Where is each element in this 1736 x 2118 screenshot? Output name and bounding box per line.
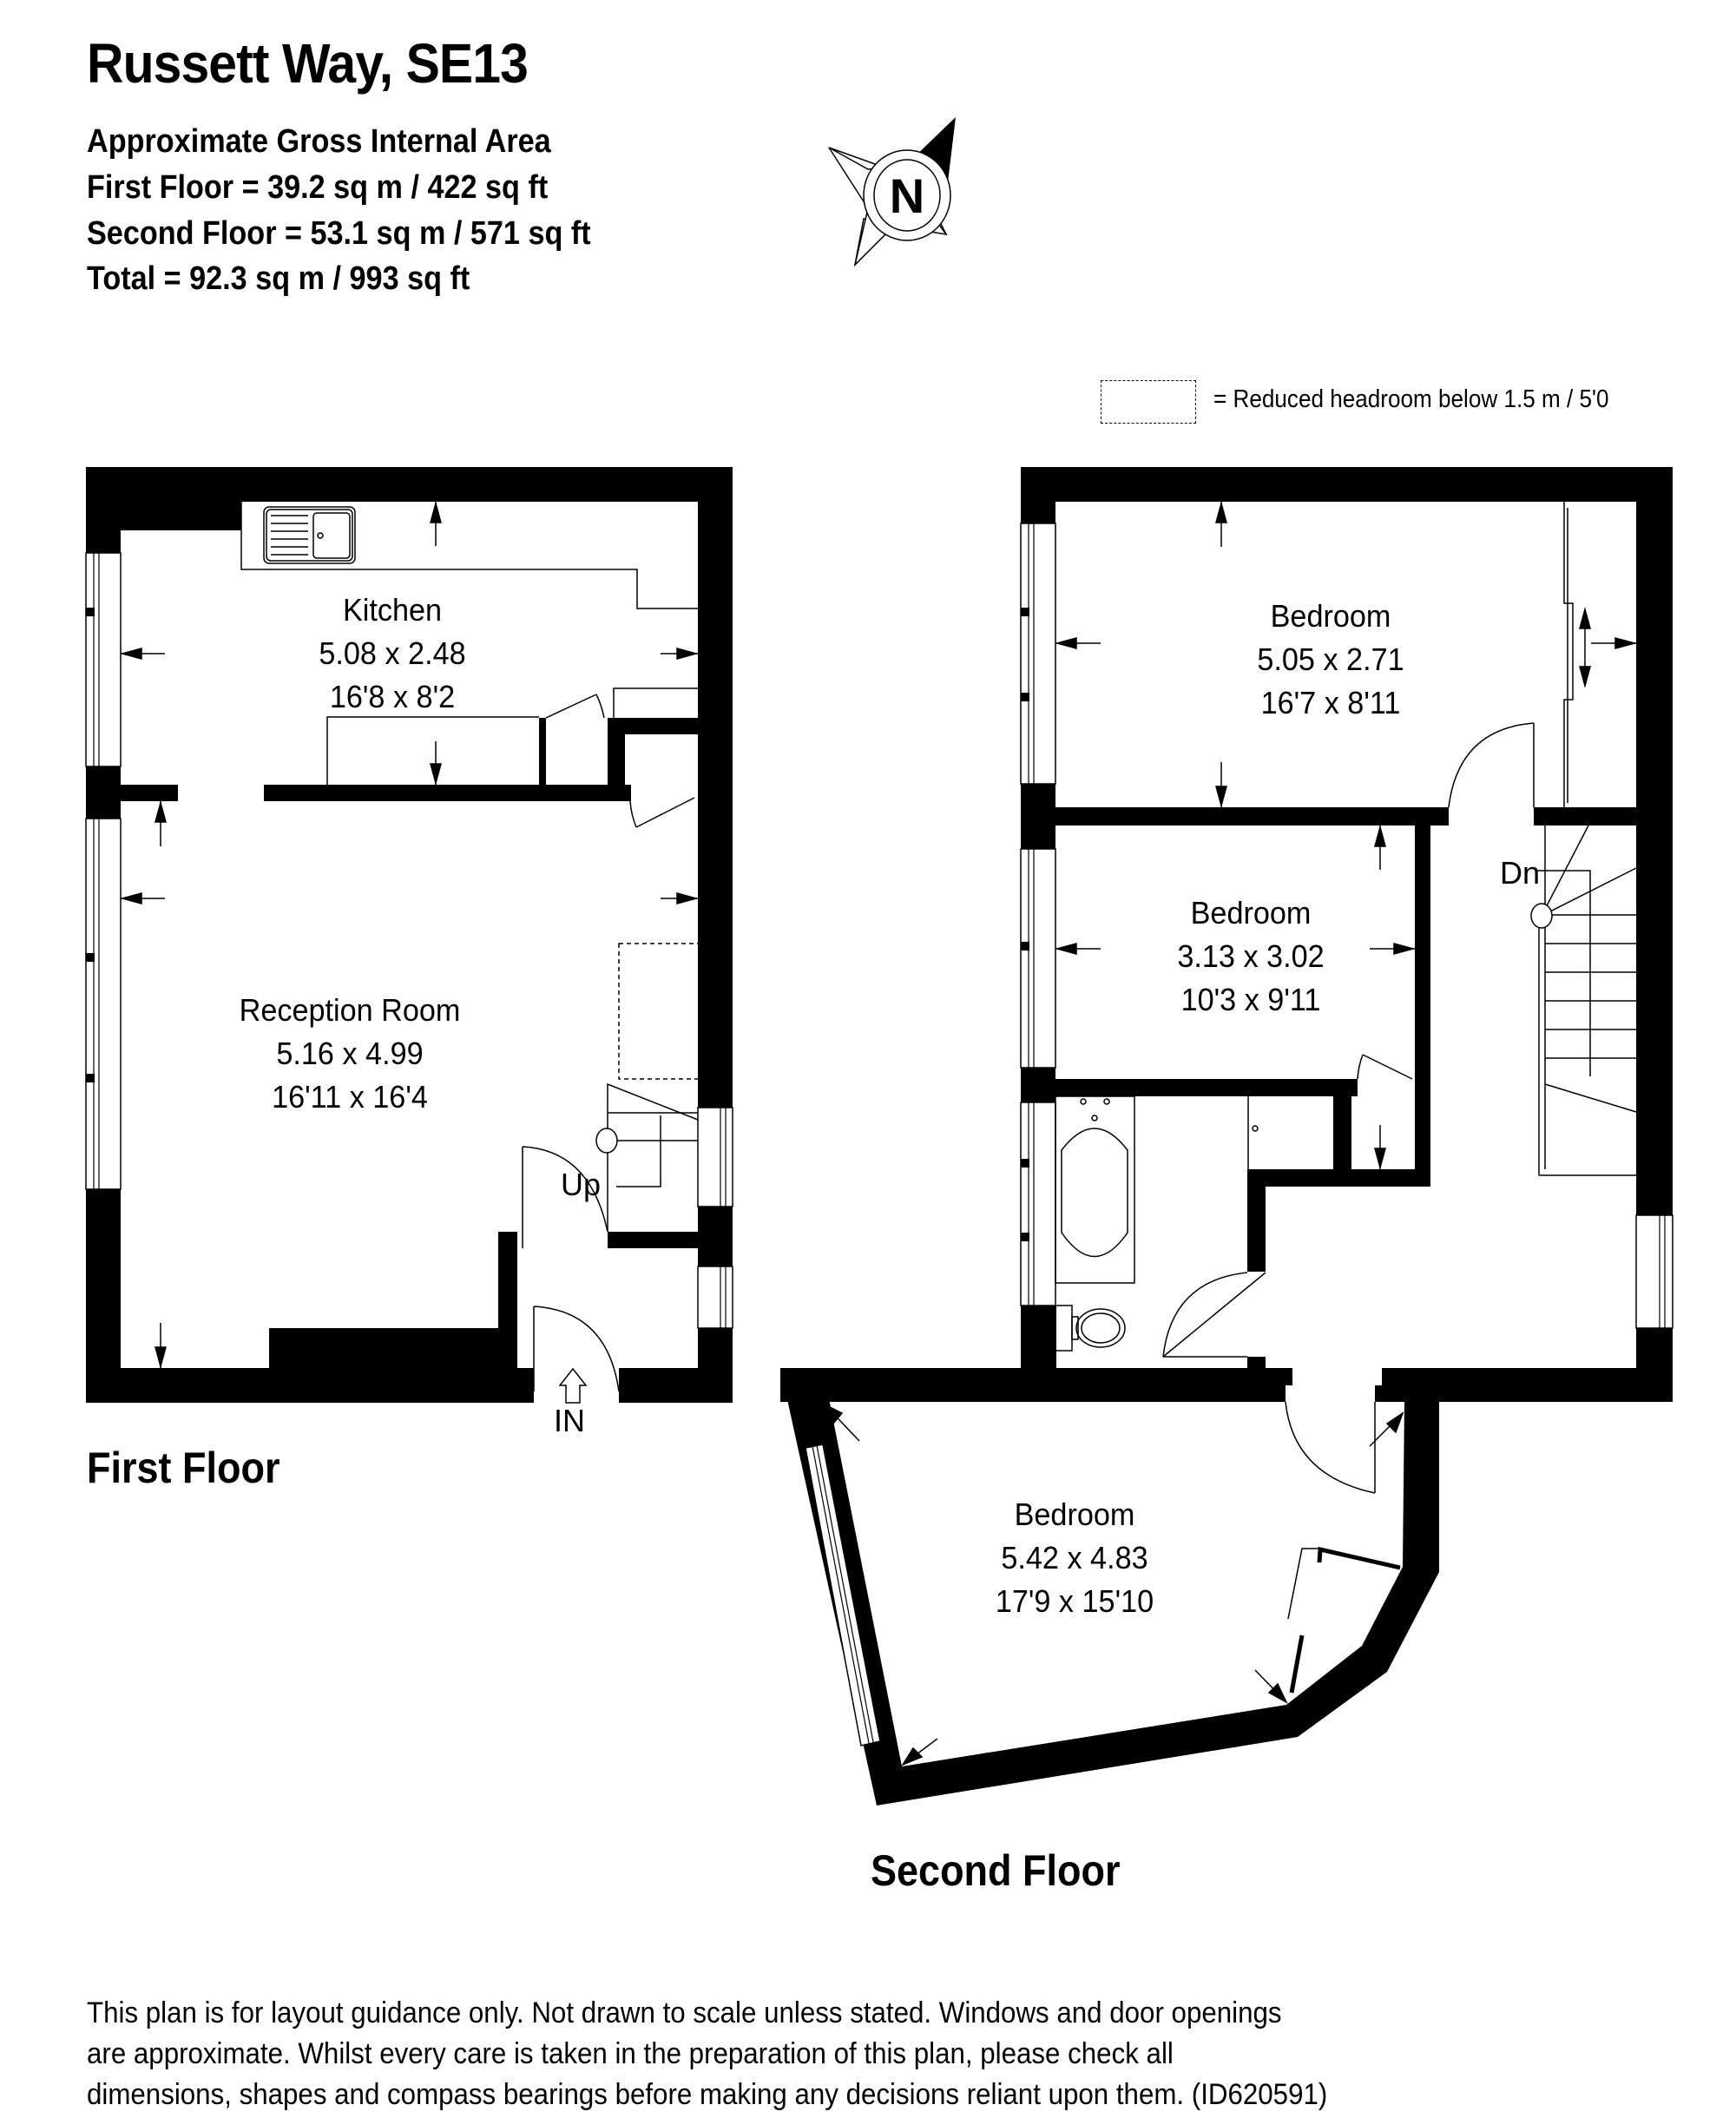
room-name: Bedroom <box>1270 598 1391 634</box>
room-label-kitchen: Kitchen 5.08 x 2.48 16'8 x 8'2 <box>315 589 470 719</box>
reduced-headroom-legend-swatch <box>1101 380 1196 424</box>
room-dimensions-imperial: 16'8 x 8'2 <box>329 679 456 714</box>
room-dimensions-imperial: 16'7 x 8'11 <box>1260 685 1401 720</box>
area-heading: Approximate Gross Internal Area <box>87 123 551 160</box>
room-dimensions-metric: 5.08 x 2.48 <box>319 635 466 671</box>
room-dimensions-imperial: 16'11 x 16'4 <box>272 1079 428 1115</box>
room-label-reception: Reception Room 5.16 x 4.99 16'11 x 16'4 <box>233 989 466 1119</box>
area-total: Total = 92.3 sq m / 993 sq ft <box>87 260 470 297</box>
area-second-floor: Second Floor = 53.1 sq m / 571 sq ft <box>87 215 591 252</box>
toilet-icon <box>1055 1305 1073 1352</box>
second-floor-plan <box>780 467 1674 1806</box>
room-name: Bedroom <box>1014 1496 1135 1532</box>
north-arrow-compass-icon: N <box>828 116 956 267</box>
room-dimensions-imperial: 17'9 x 15'10 <box>995 1583 1154 1619</box>
room-label-bedroom-1: Bedroom 5.05 x 2.71 16'7 x 8'11 <box>1253 595 1408 725</box>
room-dimensions-metric: 5.05 x 2.71 <box>1257 641 1404 677</box>
second-floor-label: Second Floor <box>871 1846 1121 1895</box>
room-name: Bedroom <box>1190 895 1312 931</box>
stairs-down-label: Dn <box>1500 855 1541 891</box>
first-floor-label: First Floor <box>87 1444 280 1492</box>
room-label-bedroom-2: Bedroom 3.13 x 3.02 10'3 x 9'11 <box>1174 891 1328 1022</box>
disclaimer-line-1: This plan is for layout guidance only. N… <box>87 1996 1282 2029</box>
disclaimer-line-2: are approximate. Whilst every care is ta… <box>87 2037 1174 2070</box>
compass-north-label: N <box>890 168 924 223</box>
room-name: Kitchen <box>342 592 443 628</box>
sink-icon <box>263 506 356 564</box>
reduced-headroom-area <box>618 943 701 1080</box>
room-name: Reception Room <box>239 992 461 1028</box>
stairs-up-label: Up <box>561 1167 602 1202</box>
entrance-label: IN <box>554 1403 585 1438</box>
room-dimensions-metric: 5.16 x 4.99 <box>276 1036 424 1071</box>
plan-title: Russett Way, SE13 <box>87 32 529 95</box>
room-dimensions-metric: 5.42 x 4.83 <box>1001 1540 1148 1575</box>
reduced-headroom-legend-text: = Reduced headroom below 1.5 m / 5'0 <box>1213 385 1609 413</box>
area-first-floor: First Floor = 39.2 sq m / 422 sq ft <box>87 169 549 206</box>
room-dimensions-metric: 3.13 x 3.02 <box>1177 938 1325 974</box>
room-dimensions-imperial: 10'3 x 9'11 <box>1180 982 1321 1017</box>
bathtub-icon <box>1055 1095 1135 1284</box>
first-floor-plan <box>85 467 733 1404</box>
room-label-bedroom-3: Bedroom 5.42 x 4.83 17'9 x 15'10 <box>991 1493 1158 1623</box>
disclaimer-line-3: dimensions, shapes and compass bearings … <box>87 2078 1328 2111</box>
